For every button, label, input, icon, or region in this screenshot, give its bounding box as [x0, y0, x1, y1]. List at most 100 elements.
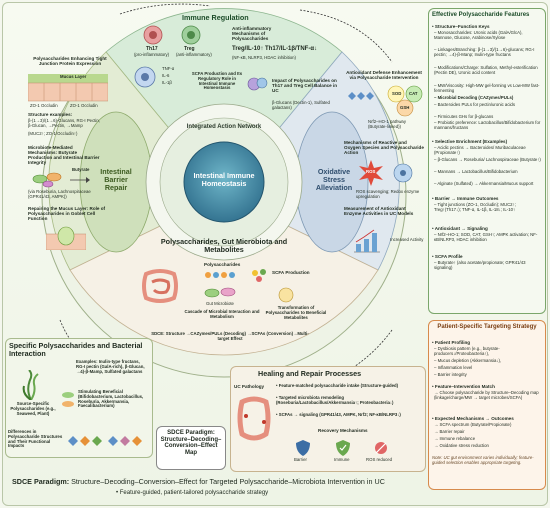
poly-chain-icon	[205, 272, 235, 278]
recovery-ros: ROS reduced	[366, 457, 393, 462]
gut-title: Polysaccharides, Gut Microbiota and Meta…	[160, 237, 288, 255]
healing-item-3: • SCFAs → signaling (GPR41/43, AMPK, Nrf…	[276, 412, 401, 417]
recovery-title: Recovery Mechanisms	[318, 428, 368, 433]
uc-colon-icon	[237, 396, 271, 441]
gut-bacteria-icon	[204, 287, 236, 298]
structure-differences: Differences in Polysaccharide Structures…	[8, 429, 63, 449]
immune-shield-icon	[336, 440, 350, 456]
features-bi-title: • Barrier → Immune Outcomes	[432, 196, 499, 201]
scfa-production-label: SCFA Production	[272, 270, 310, 275]
patient-profiling-title: • Patient Profiling	[432, 340, 471, 345]
integrated-network-label: Integrated Action Network	[186, 124, 262, 130]
bacteria-icon	[32, 172, 62, 188]
cytokine-cell-icon	[134, 66, 156, 88]
patient-profiling-2: – Inflammation level	[434, 365, 473, 370]
butyrate-producers: (via Roseburia, Lachnospiraceae (GPR41/4…	[28, 189, 91, 199]
mucus-layer-label: Mucus Layer	[60, 74, 87, 79]
treg-th17-ratio: Treg/IL-10↑ Th17/IL-1β/TNF-α↓	[232, 46, 318, 52]
antioxidant-title: Antioxidant Defense Enhancement via Poly…	[346, 70, 422, 81]
butyrate-label: Butyrate	[72, 167, 90, 172]
enzyme-measure-title: Measurement of Antioxidant Enzyme Activi…	[344, 206, 414, 217]
scfa-molecules-icon	[252, 269, 266, 282]
specific-examples: Examples: Inulin-type fructans, RG-I pec…	[76, 359, 145, 374]
stimulating-beneficial: Stimulating Beneficial (Bifidobacterium,…	[78, 389, 144, 409]
cascade-label: Cascade of Microbial Interaction and Met…	[184, 309, 260, 319]
features-sf-6: – Firmicutes GHs for β-glucans	[434, 114, 494, 119]
ros-label: ROS	[366, 169, 376, 174]
footer-line-1: SDCE Paradigm: Structure–Decoding–Conver…	[12, 478, 432, 486]
immune-cell-cluster-icon	[247, 77, 268, 91]
features-bi-0: – Tight junctions (ZO-1, Occludin); MUC2…	[434, 202, 516, 212]
treg-label: Treg	[184, 46, 195, 52]
features-se-title: • Selective Enrichment (Examples)	[432, 139, 508, 144]
sdce-map-box	[156, 426, 226, 470]
healing-item-2: • Targeted microbiota remodeling (Rosebu…	[276, 395, 394, 405]
gut-microbiota-label: Gut Microbiote	[206, 301, 234, 306]
structure-examples-sub: (MUC2↑; ZO-1/Occludin↑)	[28, 131, 78, 136]
features-scfa-0: – Butyrate↑ (also acetate/propionate; GP…	[434, 260, 526, 270]
patient-title: Patient-Specific Targeting Strategy	[437, 324, 537, 330]
metabolite-icon	[278, 287, 294, 303]
footer-bold: SDCE Paradigm:	[12, 478, 70, 486]
antiinflam-title: Anti-inflammatory Mechanisms of Polysacc…	[232, 26, 272, 42]
ros-reduced-icon	[375, 442, 387, 454]
ros-scavenging: ROS scavenging; Redox enzyme upregulatio…	[356, 189, 420, 199]
recovery-immune: Immune	[334, 457, 350, 462]
recovery-barrier: Barrier	[294, 457, 307, 462]
activity-bar-icon	[354, 229, 380, 253]
source-specific: Source-Specific Polysaccharides (e.g., S…	[10, 401, 56, 416]
immune-pathways: (NF-κB, NLRP3, HDAC inhibition)	[232, 55, 296, 60]
healing-item-1: • Feature-matched polysaccharide intake …	[276, 383, 399, 388]
patient-profiling-3: – Barrier integrity	[434, 372, 467, 377]
patient-expected-2: → Immune rebalance	[434, 436, 476, 441]
footer-line-2: • Feature-guided, patient-tailored polys…	[116, 490, 269, 496]
oxidative-sector-label: Oxidative Stress Alleviation	[315, 167, 353, 193]
tight-junction-title: Polysaccharides Enhancing Tight Junction…	[33, 56, 107, 67]
uc-pathology-label: UC Pathology	[234, 384, 265, 389]
ros-burst-icon	[359, 160, 383, 186]
hub-label: Intestinal Immune Homeostasis	[193, 171, 255, 189]
transformation-label: Transformation of Polysaccharides to Ben…	[265, 305, 327, 320]
patient-profiling-0: – Dysbiosis pattern (e.g., butyrate-prod…	[434, 346, 500, 356]
patient-expected-title: • Expected Mechanisms → Outcomes	[432, 416, 514, 421]
ros-mechanism-title: Mechanisms of Reactive and Oxygen Specie…	[344, 140, 424, 156]
polysaccharide-chain-icon	[348, 92, 374, 100]
patient-expected-1: → Barrier repair	[434, 429, 465, 434]
th17-label: Th17	[146, 46, 158, 52]
patient-profiling-1: – Mucus depletion (Akkermansia↓),	[434, 358, 502, 363]
features-se-0: – Acidic pectins → Bacteroides/ Muribacu…	[434, 145, 526, 155]
features-sf-5: – Bacteroides PULs for pectin/uronic aci…	[434, 102, 515, 107]
molecule-structures-icon	[68, 436, 142, 446]
cytokine-il6: IL-6	[162, 73, 170, 78]
treg-cell-icon	[181, 25, 201, 45]
structure-examples: β-(1→3)/(1→6)-Glucans, RG-I Pectin, β-Gl…	[28, 118, 100, 128]
increased-activity: Increased Activity	[390, 237, 424, 242]
patient-note: Note: UC gut environment varies individu…	[432, 455, 534, 465]
features-title: Effective Polysaccharide Features	[432, 12, 530, 18]
sdce-line: SDCE: Structure →CAZymes/PULs (Decoding)…	[151, 331, 309, 341]
features-se-1: – β-Glucans → Roseburia/ Lachnospiraceae…	[434, 157, 541, 162]
enzyme-cat: CAT	[409, 91, 418, 96]
microbe-mechanism-title: Microbiote-Mediated Mechanisms: Butyrate…	[28, 145, 100, 166]
scfa-immune-node: SCFA Production and Its Regulatory Role …	[191, 71, 243, 91]
features-sf-1: – Linkages/Branching: β-(1→3)/(1→6)-gluc…	[434, 47, 535, 57]
features-sf-3: – MW/Viscosity: High-MW gel-forming vs L…	[434, 83, 540, 93]
enzyme-sod: SOD	[392, 91, 402, 96]
scavenger-cell-icon	[393, 163, 413, 183]
zo1-occludin-label: ZO-1 Occludin	[70, 103, 98, 108]
patient-match-title: • Feature–Intervention Match	[432, 384, 495, 389]
treg-sub: (anti-inflammatory)	[176, 52, 212, 57]
th17-treg-impact: Impact of Polysaccharides on Th17 and Tr…	[272, 78, 338, 94]
mucus-layer-icon	[28, 74, 108, 102]
patient-expected-0: → SCFA spectrum (Butyrate/Propionate)	[434, 422, 512, 427]
enzyme-cluster-icon	[387, 85, 423, 117]
th17-treg-impact-sub: β-Glucans (Dectin-1), Sulfated galactans…	[272, 100, 330, 110]
barrier-sector-label: Intestinal Barrier Repair	[100, 167, 132, 193]
features-sf-7: – Probiotic preference: Lactobacillus/Bi…	[434, 120, 541, 130]
features-panel	[428, 8, 546, 314]
seaweed-icon	[22, 370, 39, 400]
sdce-map-label: SDCE Paradigm: Structure–Decoding–Conver…	[160, 430, 222, 457]
cytokine-tnf: TNF-α	[162, 66, 175, 71]
features-ax-title: • Antioxidant → Signaling	[432, 226, 488, 231]
